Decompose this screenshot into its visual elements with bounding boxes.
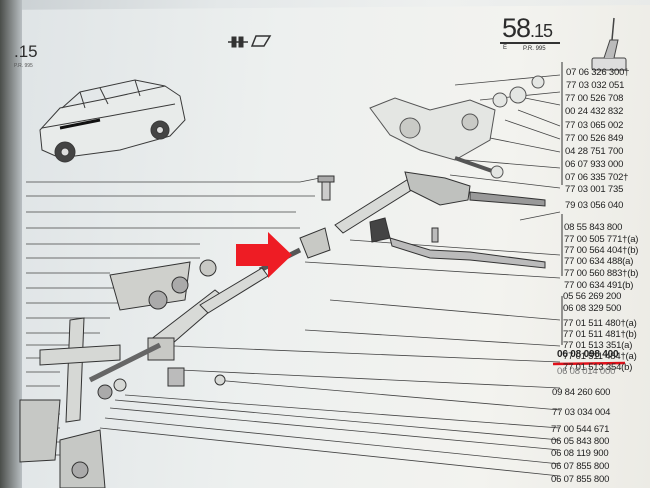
ref-item: 05 56 269 200 bbox=[563, 291, 622, 302]
gear-lever-pictogram bbox=[591, 17, 627, 71]
page-number-rule bbox=[500, 42, 560, 44]
lower-linkage bbox=[19, 317, 162, 488]
ref-item: 06 07 855 800 bbox=[551, 474, 610, 485]
ref-item: 77 01 511 484†(a) bbox=[563, 351, 637, 362]
red-arrow bbox=[236, 232, 292, 278]
gear-housing bbox=[369, 75, 545, 179]
ref-item: 77 01 511 481†(b) bbox=[563, 329, 637, 340]
ref-item: 08 55 843 800 bbox=[564, 222, 623, 233]
ref-item: 06 08 014 000 bbox=[557, 366, 616, 377]
page-number-suffix: .15 bbox=[530, 21, 553, 41]
ref-item: 77 01 513 354(b) bbox=[563, 362, 633, 373]
selector-rod bbox=[109, 171, 546, 387]
ref-item: 77 00 634 491(b) bbox=[564, 280, 634, 291]
ref-item-highlighted: 06 08 098 400 bbox=[557, 349, 619, 360]
car-sketch bbox=[39, 79, 186, 163]
page-number-main: 58 bbox=[502, 13, 531, 43]
ref-item: 06 07 855 800 bbox=[551, 461, 610, 472]
page-number: 58.15 bbox=[502, 13, 553, 44]
page-edge-shadow bbox=[0, 0, 22, 488]
ref-item: 00 24 432 832 bbox=[565, 106, 624, 117]
ref-item: 77 00 560 883†(b) bbox=[564, 268, 639, 279]
ref-item: 09 84 260 600 bbox=[552, 387, 611, 398]
ref-item: 77 01 511 480†(a) bbox=[563, 318, 637, 329]
ref-item: 07 06 335 702† bbox=[565, 172, 629, 183]
ref-item: 04 28 751 700 bbox=[565, 146, 624, 157]
ref-item: 77 03 034 004 bbox=[552, 407, 611, 418]
ref-item: 77 00 526 849 bbox=[565, 133, 624, 144]
ref-item: 06 08 119 900 bbox=[551, 448, 609, 459]
ref-item: 06 08 329 500 bbox=[563, 303, 622, 314]
ref-item: 77 00 544 671 bbox=[551, 424, 610, 435]
ref-item: 77 03 032 051 bbox=[566, 80, 625, 91]
ref-item: 77 00 634 488(a) bbox=[564, 256, 634, 267]
ref-item: 79 03 056 040 bbox=[565, 200, 624, 211]
section-left-sub: P.R. 995 bbox=[14, 63, 33, 69]
ref-item: 07 06 326 300† bbox=[566, 67, 630, 78]
ref-item: 77 00 505 771†(a) bbox=[564, 234, 639, 245]
ref-item: 77 03 001 735 bbox=[565, 184, 624, 195]
ref-item: 77 00 564 404†(b) bbox=[564, 245, 639, 256]
program-ref: P.R. 995 bbox=[523, 46, 546, 52]
ref-item: 77 00 526 708 bbox=[565, 93, 624, 104]
ref-item: 06 07 933 000 bbox=[565, 159, 624, 170]
highlight-underline bbox=[552, 361, 626, 366]
ref-item: 77 03 065 002 bbox=[565, 120, 624, 131]
header-pictograms bbox=[228, 35, 272, 48]
ref-item: 06 05 843 800 bbox=[551, 436, 610, 447]
ref-item: 77 01 513 351(a) bbox=[563, 340, 633, 351]
section-left-label: .15 bbox=[14, 42, 38, 61]
page-letter: E bbox=[503, 45, 508, 51]
